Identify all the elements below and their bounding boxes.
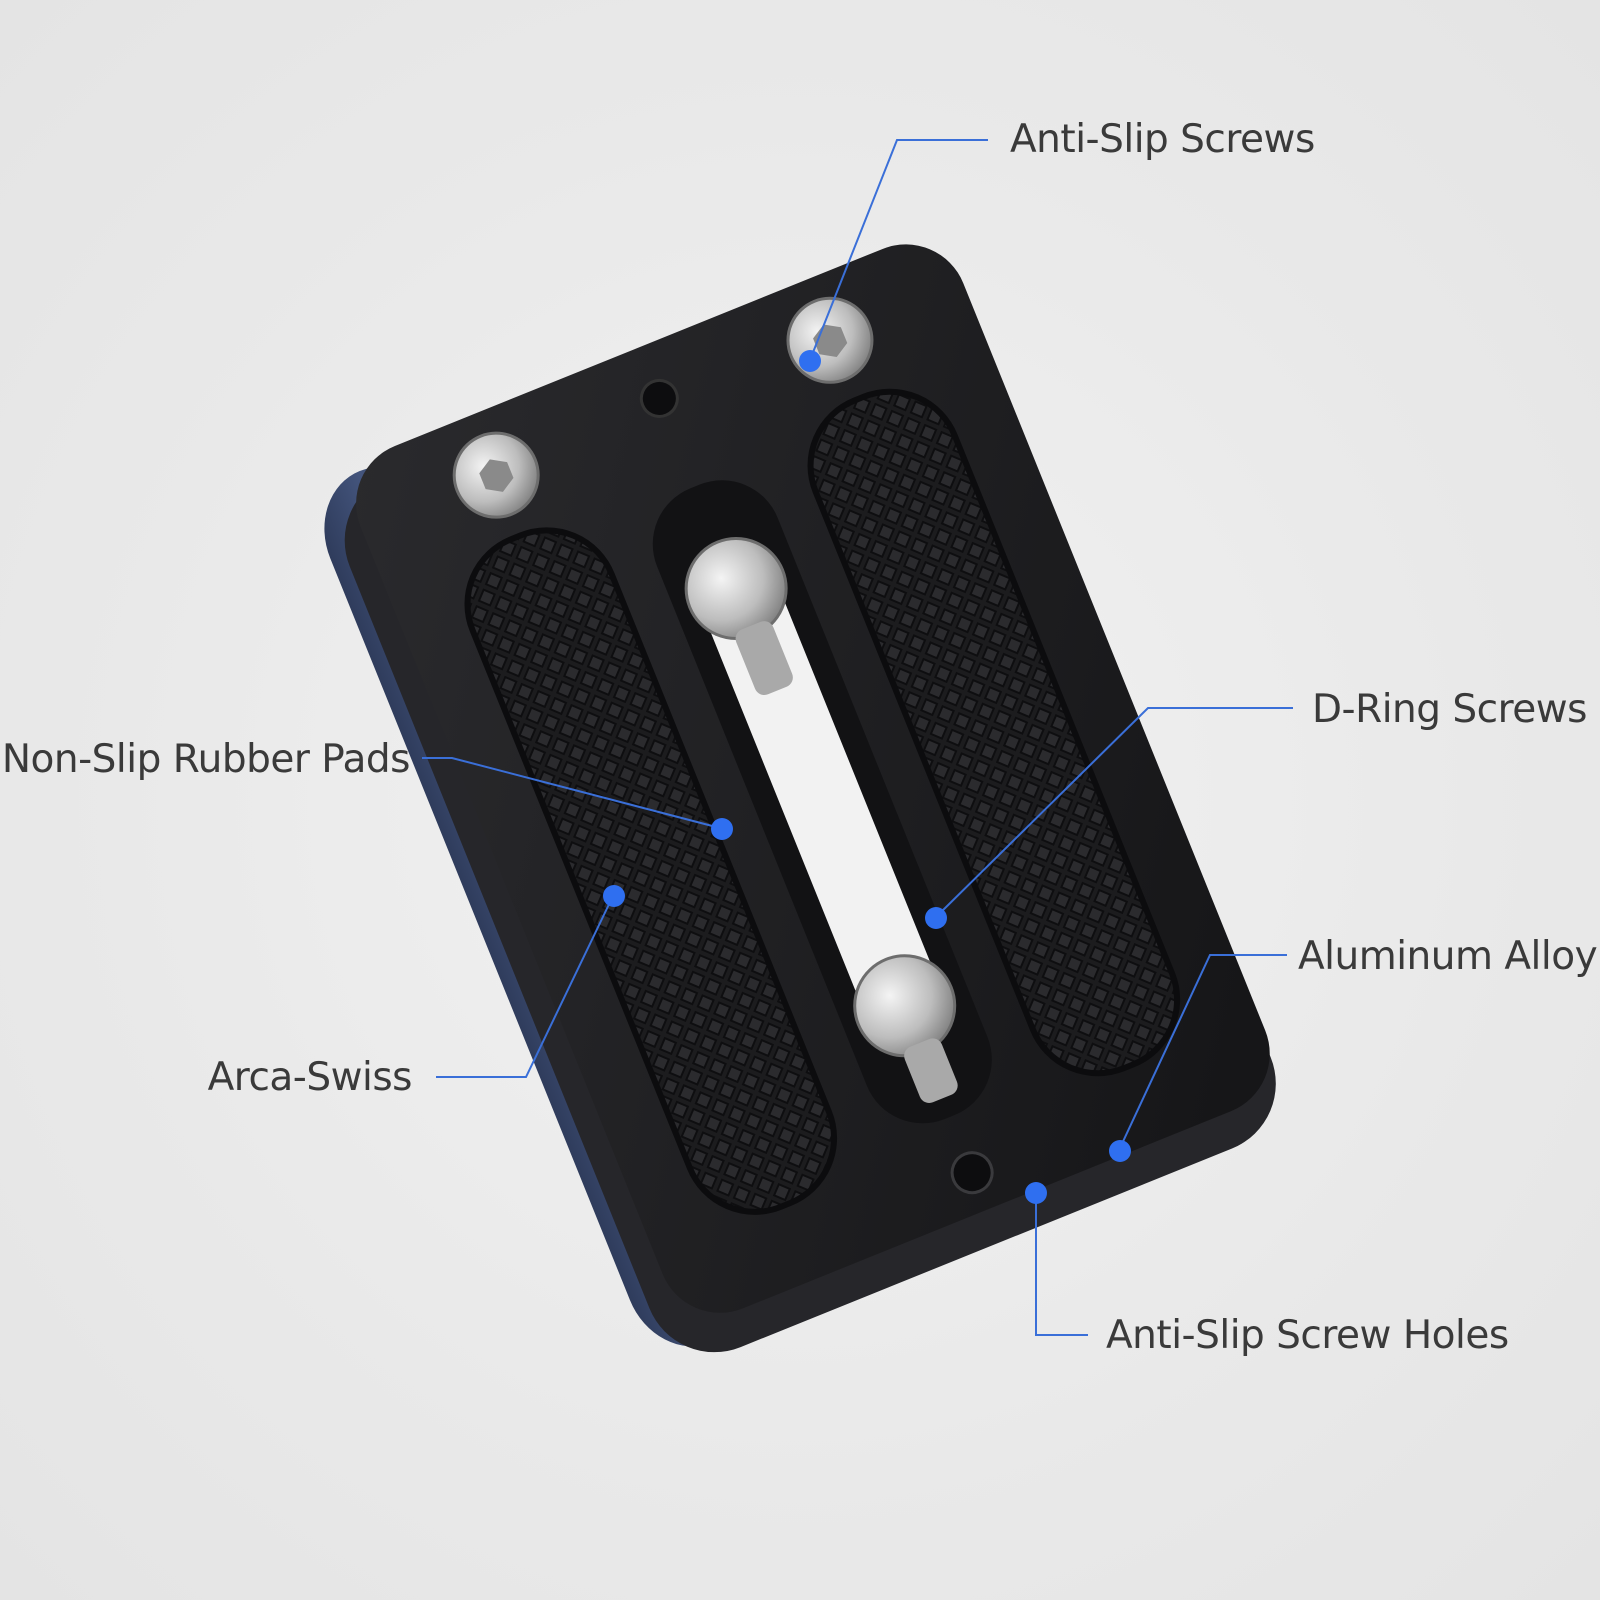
leader-arca-swiss bbox=[436, 897, 613, 1078]
dot-arca-swiss bbox=[603, 885, 625, 907]
d-ring-screw-top-shank bbox=[735, 621, 793, 695]
d-ring-screw-bottom-shank bbox=[904, 1038, 958, 1103]
dot-rubber-pads bbox=[711, 818, 733, 840]
leader-anti-slip-screws bbox=[809, 139, 988, 361]
label-aluminum-alloy: Aluminum Alloy bbox=[1298, 934, 1598, 979]
label-non-slip-rubber-pads: Non-Slip Rubber Pads bbox=[1, 737, 411, 782]
label-d-ring-screws: D-Ring Screws bbox=[1312, 687, 1588, 732]
label-arca-swiss: Arca-Swiss bbox=[207, 1055, 413, 1100]
dot-anti-slip-screws bbox=[799, 350, 821, 372]
label-anti-slip-screw-holes: Anti-Slip Screw Holes bbox=[1106, 1313, 1509, 1358]
dot-screw-holes bbox=[1025, 1182, 1047, 1204]
leader-lines bbox=[422, 139, 1293, 1336]
rubber-pad-right bbox=[807, 388, 1181, 1077]
rubber-pad-left bbox=[464, 527, 838, 1215]
bottom-screw-hole bbox=[950, 1151, 994, 1195]
dot-aluminum-alloy bbox=[1109, 1140, 1131, 1162]
leader-screw-holes bbox=[1035, 1192, 1088, 1336]
leader-d-ring-screws bbox=[935, 707, 1293, 918]
leader-aluminum-alloy bbox=[1119, 954, 1287, 1149]
quick-release-plate bbox=[324, 244, 1276, 1353]
hex-socket-icon bbox=[479, 459, 514, 492]
dot-d-ring-screws bbox=[925, 907, 947, 929]
leader-rubber-pads bbox=[422, 757, 721, 829]
label-anti-slip-screws: Anti-Slip Screws bbox=[1010, 117, 1315, 162]
top-screw-hole bbox=[639, 378, 679, 418]
marker-dots bbox=[603, 350, 1131, 1204]
